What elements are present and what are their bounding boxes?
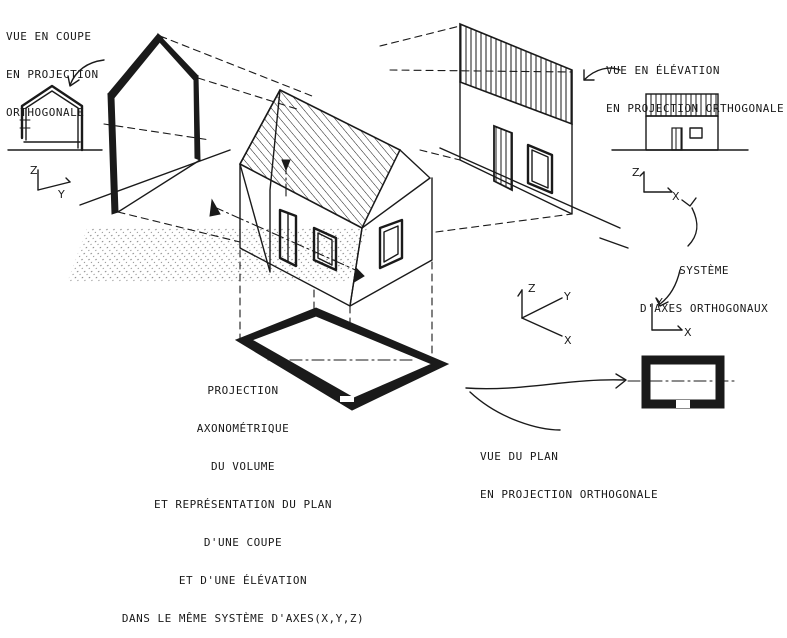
elevation-view-label: VUE EN ÉLÉVATION EN PROJECTION ORTHOGONA… bbox=[606, 40, 784, 128]
plan-small bbox=[627, 355, 739, 409]
axis-system-label: SYSTÈME D'AXES ORTHOGONAUX bbox=[640, 240, 768, 328]
plan-view-line-1: VUE DU PLAN bbox=[480, 450, 559, 464]
axis-arrow-up-head bbox=[681, 197, 697, 207]
axis-system-line-1: SYSTÈME bbox=[679, 264, 730, 278]
plan-arrow-tail bbox=[469, 391, 561, 431]
section-view-line-3: ORTHOGONALE bbox=[6, 106, 85, 120]
main-axis-z: Z bbox=[528, 282, 536, 295]
elevation-axis-icon bbox=[639, 171, 673, 193]
section-axis-z: Z bbox=[30, 164, 38, 177]
architectural-projection-sketch bbox=[7, 22, 749, 431]
plan-axis-y: Y bbox=[656, 296, 663, 309]
plan-axis-icon bbox=[651, 303, 683, 331]
caption-line-7: DANS LE MÊME SYSTÈME D'AXES(X,Y,Z) bbox=[121, 611, 365, 625]
elevation-view-line-2: EN PROJECTION ORTHOGONALE bbox=[606, 102, 785, 116]
elevation-axis-z: Z bbox=[632, 166, 640, 179]
caption-line-2: AXONOMÉTRIQUE bbox=[196, 422, 290, 436]
elevation-arrow-head bbox=[583, 69, 595, 81]
axonometric-house bbox=[67, 88, 433, 307]
caption-line-5: D'UNE COUPE bbox=[203, 535, 283, 549]
axonometric-plan bbox=[234, 307, 450, 411]
main-axis-x: X bbox=[564, 334, 572, 347]
section-axis-icon bbox=[37, 169, 71, 191]
caption-line-3: DU VOLUME bbox=[210, 460, 276, 474]
plan-axis-x: X bbox=[684, 326, 692, 339]
plan-view-label: VUE DU PLAN EN PROJECTION ORTHOGONALE bbox=[480, 426, 658, 514]
section-view-label: VUE EN COUPE EN PROJECTION ORTHOGONALE bbox=[6, 6, 99, 132]
main-axis-icon bbox=[517, 289, 563, 337]
axis-arrow-up bbox=[687, 207, 698, 247]
elevation-large bbox=[439, 22, 629, 249]
axis-arrow-down bbox=[659, 269, 681, 305]
plan-arrow bbox=[465, 379, 625, 390]
section-profile-large bbox=[79, 32, 231, 215]
caption-line-4: ET REPRÉSENTATION DU PLAN bbox=[153, 498, 333, 512]
section-arrow-head bbox=[67, 75, 80, 87]
elevation-projection-lines bbox=[379, 25, 573, 233]
plan-view-line-2: EN PROJECTION ORTHOGONALE bbox=[480, 488, 659, 502]
elevation-arrow bbox=[583, 67, 621, 81]
main-axis-y: Y bbox=[564, 290, 571, 303]
section-view-line-2: EN PROJECTION bbox=[6, 68, 99, 82]
elevation-axis-x: X bbox=[672, 190, 680, 203]
elevation-small bbox=[611, 93, 749, 151]
section-cut-markers bbox=[209, 159, 365, 283]
plan-arrow-head bbox=[615, 373, 627, 389]
caption-line-6: ET D'UNE ÉLÉVATION bbox=[178, 573, 308, 587]
elevation-view-line-1: VUE EN ÉLÉVATION bbox=[606, 64, 720, 78]
section-view-line-1: VUE EN COUPE bbox=[6, 30, 92, 44]
section-view-small bbox=[7, 84, 103, 152]
axonometric-caption: PROJECTION AXONOMÉTRIQUE DU VOLUME ET RE… bbox=[78, 360, 408, 638]
axis-arrow-down-head bbox=[655, 297, 669, 307]
section-axis-y: Y bbox=[58, 188, 65, 201]
section-arrow bbox=[69, 59, 105, 86]
caption-line-1: PROJECTION bbox=[207, 384, 279, 398]
axis-system-line-2: D'AXES ORTHOGONAUX bbox=[640, 302, 769, 316]
